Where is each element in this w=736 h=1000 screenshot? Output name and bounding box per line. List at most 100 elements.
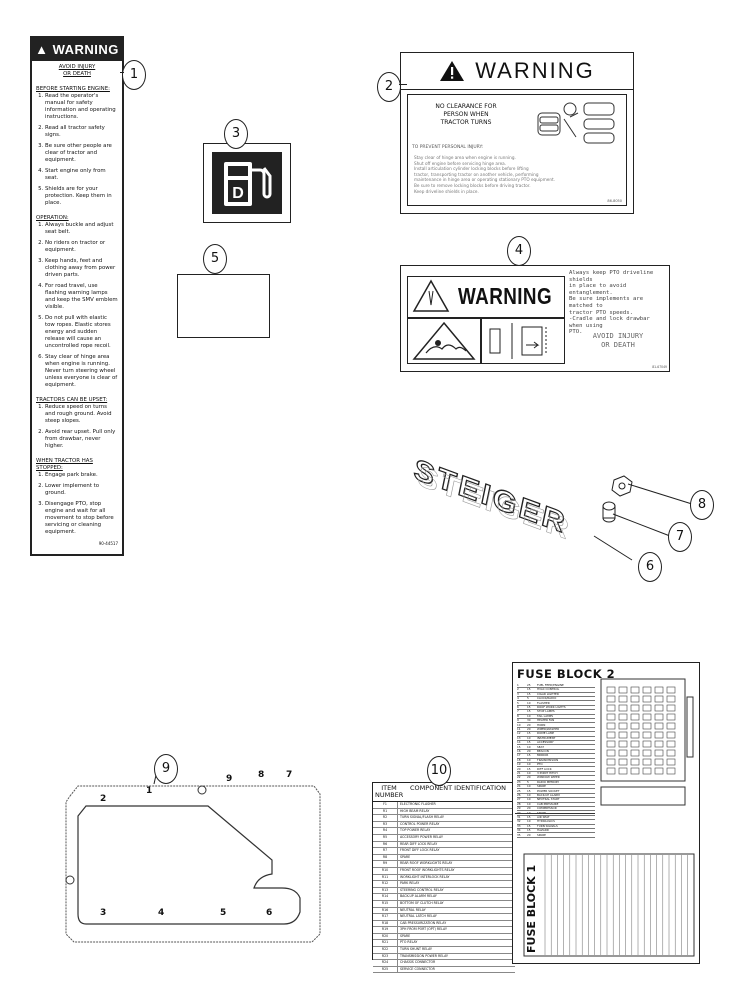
warning-triangle-icon [440,61,465,81]
fuse-number: 16 [517,749,521,753]
fuse-amps: 10 [527,810,531,815]
upset-list: Reduce speed on turns and rough ground. … [36,404,118,450]
fuse-slot [654,731,664,739]
item-number: R16 [373,907,398,914]
seal-number: 8 [258,770,265,780]
list-item: Lower implement to ground. [45,483,118,497]
fuse-circuit: MIRROR [537,753,549,758]
fuse-slot [630,749,640,757]
list-item: Avoid rear upset. Pull only from drawbar… [45,429,118,450]
fuse-slot [606,695,616,703]
component-name: SERVICE CONNECTOR [400,966,435,971]
fuse-number: 5 [517,700,519,705]
before-starting-list: Read the operator's manual for safety in… [36,93,118,207]
fuse-amps: 25 [527,683,531,687]
entanglement-pictogram [407,318,481,364]
spacer-7 [602,501,616,523]
component-name: TRANSMISSION POWER RELAY [400,953,448,958]
item-number: R25 [373,966,398,973]
list-item: Read the operator's manual for safety in… [45,93,118,121]
component-name: NEUTRAL RELAY [400,907,426,912]
fuse-circuit: CLOCK/RADIO [537,696,557,701]
fuse-amps: 15 [527,705,531,709]
list-item: Read all tractor safety signs. [45,125,118,139]
fuse-amps: 20 [527,727,531,731]
decal-code: 90-44517 [98,541,118,546]
fuse-slot [642,740,652,748]
fuse-slot [654,767,664,775]
item-number: R21 [373,940,398,947]
component-name: FRONT DIFF LOCK RELAY [400,848,440,853]
component-name: FRONT ROOF WORKLIGHTS RELAY [400,867,455,872]
fuse-number: 15 [517,744,521,749]
item-number: R2 [373,815,398,821]
fuse-amps: 30 [527,718,531,723]
fuse-circuit: INSTRUMENT [537,735,556,740]
fuse-number: 35 [517,832,521,837]
fuse-slot [666,704,676,712]
fuel-pump-icon: D [212,152,282,214]
fuse-circuit: SEAT [537,744,544,749]
warning-header: ▲ WARNING [32,38,122,61]
fuse-amps: 10 [527,762,531,767]
item-number: R24 [373,960,398,966]
fuse-amps: 15 [527,731,531,736]
fuse-circuit: DIFF LOCK [537,766,552,771]
fuse-circuit: CAB PRESSURE [537,801,559,806]
component-name: CHASSIS CONNECTOR [400,960,436,965]
fuse-slot [654,749,664,757]
item-number: R6 [373,841,398,848]
list-item: Shields are for your protection. Keep th… [45,186,118,207]
item-number: R23 [373,953,398,960]
operation-list: Always buckle and adjust seat belt. No r… [36,222,118,389]
fuse-slot [630,704,640,712]
component-name: ACCESSORY POWER RELAY [400,834,443,839]
item-number: R11 [373,874,398,881]
fuse-circuit: SPARE [537,784,546,789]
list-item: Keep hands, feet and clothing away from … [45,258,118,279]
fuse-amps: 15 [527,740,531,745]
fuse-amps: 10 [527,735,531,740]
fuse-number: 26 [517,793,521,797]
component-name: BACK-UP ALARM RELAY [400,894,437,899]
pto-shield-pictogram [481,318,565,364]
component-name: TURN SHUNT RELAY [400,947,432,952]
fuse-slot [618,749,628,757]
fuse-slot [654,695,664,703]
component-table-header: ITEM NUMBER COMPONENT IDENTIFICATION [373,783,515,802]
callout-3: 3 [224,119,248,149]
fuse-slot [642,749,652,757]
fuse-number: 24 [517,784,521,789]
section-upset: TRACTORS CAN BE UPSET: [36,397,108,403]
fuse-number: 13 [517,735,521,740]
fuse-amps: 15 [527,753,531,758]
fuse-slot [630,713,640,721]
fuse-slot [666,758,676,766]
callout-9: 9 [154,754,178,784]
fuse-number: 6 [517,705,519,709]
fuse-slot [642,695,652,703]
fuse-circuit: AIR SEAT [537,815,550,819]
fuse-circuit: WINDOW WIPER [537,775,560,780]
decal-blank-plate [177,274,270,338]
fuse-slot [618,695,628,703]
fuse-circuit: HVAC CONTROL [537,687,560,692]
fuse-slot [606,704,616,712]
fuse-number: 12 [517,731,521,736]
tractor-hinge-pictogram [537,102,615,144]
fuse-slot [666,749,676,757]
fuse-slot [630,722,640,730]
